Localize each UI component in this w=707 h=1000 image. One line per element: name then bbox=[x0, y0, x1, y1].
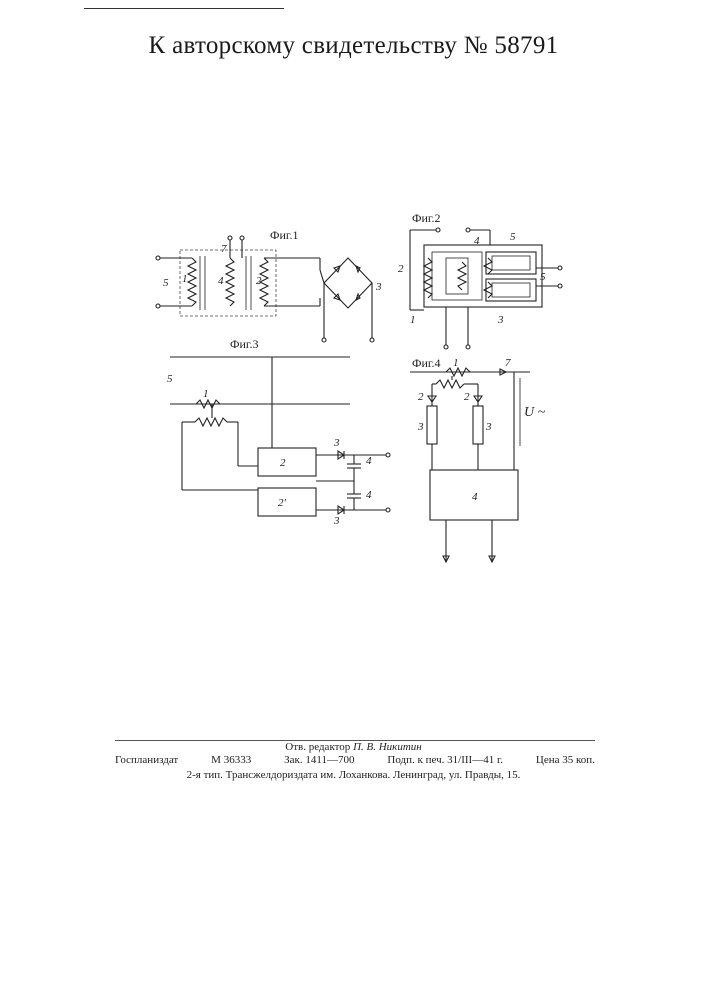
fig2-label-4: 4 bbox=[474, 235, 480, 247]
fig2-winding-4 bbox=[458, 262, 466, 290]
fig2-label-2: 2 bbox=[398, 263, 404, 275]
fig1-winding-4 bbox=[226, 258, 234, 306]
fig3-label-4-lower: 4 bbox=[366, 489, 372, 501]
figure-3: Фиг.3 bbox=[167, 337, 390, 527]
fig3-block-2prime bbox=[258, 488, 316, 516]
fig1-label-3: 3 bbox=[375, 281, 382, 293]
fig2-label-1: 1 bbox=[410, 314, 416, 326]
fig3-block-2 bbox=[258, 448, 316, 476]
fig3-label-2: 2 bbox=[280, 457, 286, 469]
fig3-label-3-lower: 3 bbox=[333, 515, 340, 527]
price: Цена 35 коп. bbox=[536, 754, 595, 766]
fig4-label-u: U ~ bbox=[524, 405, 546, 420]
fig1-label-2: 2 bbox=[256, 275, 262, 287]
imprint-details: Госпланиздат М 36333 Зак. 1411—700 Подп.… bbox=[115, 754, 595, 766]
fig4-label-3-left: 3 bbox=[417, 421, 424, 433]
figure-1: Фиг.1 bbox=[156, 228, 382, 342]
fig3-label-3-upper: 3 bbox=[333, 437, 340, 449]
figure-2: Фиг.2 bbox=[398, 211, 562, 349]
fig4-label-4: 4 bbox=[472, 491, 478, 503]
editor-prefix: Отв. редактор bbox=[285, 741, 350, 753]
fig1-diode-bridge bbox=[324, 258, 372, 308]
fig2-caption: Фиг.2 bbox=[412, 211, 440, 225]
fig4-label-2-right: 2 bbox=[464, 391, 470, 403]
fig1-caption: Фиг.1 bbox=[270, 228, 298, 242]
imprint-editor: Отв. редактор П. В. Никитин bbox=[0, 741, 707, 753]
fig2-label-5-top: 5 bbox=[510, 231, 516, 243]
fig1-winding-1 bbox=[188, 258, 196, 306]
fig3-label-1: 1 bbox=[203, 388, 209, 400]
fig4-tube-3-right bbox=[473, 406, 483, 444]
fig4-label-1: 1 bbox=[453, 357, 459, 369]
fig1-label-1: 1 bbox=[182, 273, 188, 285]
fig4-label-7: 7 bbox=[505, 357, 511, 369]
fig2-label-3: 3 bbox=[497, 314, 504, 326]
fig1-output-terminal bbox=[322, 338, 326, 342]
fig2-core bbox=[424, 245, 542, 307]
imprint-printer: 2-я тип. Трансжелдориздата им. Лоханкова… bbox=[0, 769, 707, 781]
fig2-core-upper bbox=[486, 252, 536, 274]
editor-name: П. В. Никитин bbox=[353, 741, 422, 753]
signed-date: Подп. к печ. 31/III—41 г. bbox=[387, 754, 503, 766]
fig1-label-4: 4 bbox=[218, 275, 224, 287]
fig3-label-5: 5 bbox=[167, 373, 173, 385]
fig2-label-5-right: 5 bbox=[540, 271, 546, 283]
publisher: Госпланиздат bbox=[115, 754, 178, 766]
fig4-label-2-left: 2 bbox=[418, 391, 424, 403]
fig4-tube-3-left bbox=[427, 406, 437, 444]
fig3-caption: Фиг.3 bbox=[230, 337, 258, 351]
fig4-label-3-right: 3 bbox=[485, 421, 492, 433]
order-number: Зак. 1411—700 bbox=[284, 754, 354, 766]
fig2-core-lower bbox=[486, 279, 536, 301]
fig1-label-5: 5 bbox=[163, 277, 169, 289]
figure-4: Фиг.4 bbox=[410, 356, 546, 562]
fig4-caption: Фиг.4 bbox=[412, 356, 440, 370]
fig3-label-2prime: 2' bbox=[278, 497, 287, 509]
fig3-label-4-upper: 4 bbox=[366, 455, 372, 467]
m-number: М 36333 bbox=[211, 754, 251, 766]
fig2-winding-2 bbox=[424, 258, 432, 298]
fig1-terminal bbox=[156, 256, 160, 260]
fig1-label-7: 7 bbox=[221, 243, 227, 255]
